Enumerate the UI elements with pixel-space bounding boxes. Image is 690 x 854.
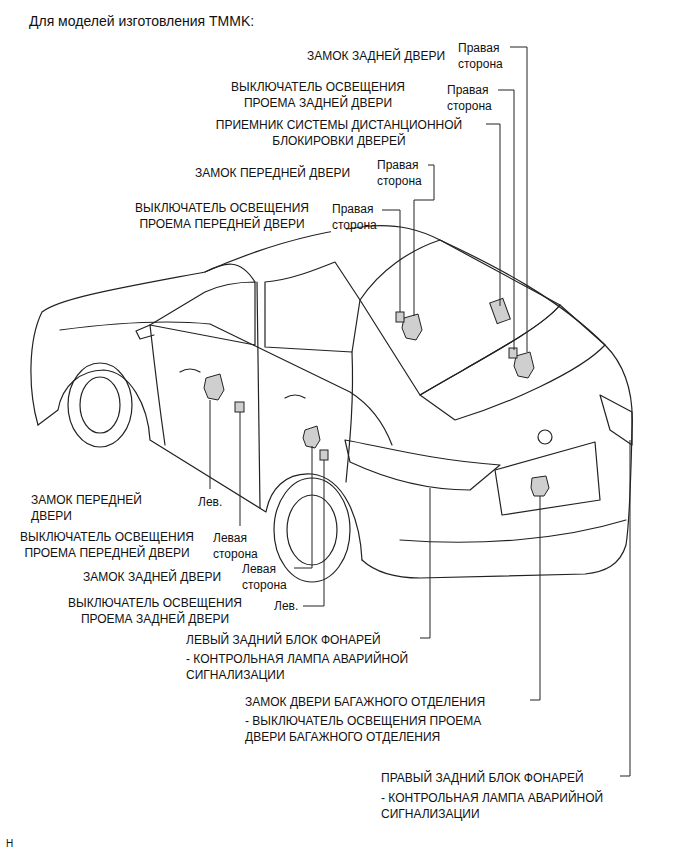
emblem [538,430,552,444]
heading: Для моделей изготовления TMMK: [28,12,259,30]
part-label: ВЫКЛЮЧАТЕЛЬ ОСВЕЩЕНИЯ ПРОЕМА ЗАДНЕЙ ДВЕР… [66,595,244,627]
part-label: ЗАМОК ПЕРЕДНЕЙ ДВЕРИ [194,165,355,181]
right-tail-lamp [600,395,632,445]
switch-part [509,348,517,358]
left-tail-lamp [345,440,500,490]
leader-line [420,488,430,638]
switch-part [396,312,404,322]
part-label: ЗАМОК ПЕРЕДНЕЙ ДВЕРИ [30,492,145,524]
car-body-outline [31,226,632,578]
switch-part [235,402,244,412]
part-label: Правая сторона [446,82,461,114]
trunk-deck [420,305,605,420]
leader-line [240,412,241,526]
part-label: ПРАВЫЙ ЗАДНИЙ БЛОК ФОНАРЕЙ [380,770,588,786]
car-beltline [60,322,392,445]
door-lock-part [204,374,224,400]
rear-bumper-line [400,520,626,542]
leader-line [302,460,324,606]
part-label: ВЫКЛЮЧАТЕЛЬ ОСВЕЩЕНИЯ ПРОЕМА ПЕРЕДНЕЙ ДВ… [133,200,311,232]
door-lock-part [402,314,422,340]
part-label: ЗАМОК ЗАДНЕЙ ДВЕРИ [306,48,450,64]
part-label: ПРИЕМНИК СИСТЕМЫ ДИСТАНЦИОННОЙ БЛОКИРОВК… [214,117,465,149]
front-door-window [150,282,255,345]
part-label: Лев. [197,494,227,510]
part-label: Левая сторона [212,530,227,562]
rear-door-edge [346,352,353,482]
windshield-edge [205,264,255,282]
plate-recess [495,442,600,515]
part-label: Правая сторона [376,157,391,189]
part-label: - ВЫКЛЮЧАТЕЛЬ ОСВЕЩЕНИЯ ПРОЕМА ДВЕРИ БАГ… [244,713,485,745]
part-label: Левая сторона [241,561,256,593]
door-split [257,282,260,508]
leader-line [294,446,312,568]
part-label: ЛЕВЫЙ ЗАДНИЙ БЛОК ФОНАРЕЙ [185,632,385,648]
part-label: ЗАМОК ЗАДНЕЙ ДВЕРИ [82,569,226,585]
leader-line [530,496,540,700]
front-wheel-rim [80,377,120,433]
part-label: Правая сторона [457,40,472,72]
front-door-edge [150,325,165,445]
part-label: ВЫКЛЮЧАТЕЛЬ ОСВЕЩЕНИЯ ПРОЕМА ЗАДНЕЙ ДВЕР… [229,79,407,111]
leader-line [486,124,500,306]
leader-line [510,47,527,352]
leader-line [382,210,400,312]
part-label: Правая сторона [331,201,346,233]
leader-line [414,165,434,316]
part-label: Лев. [273,598,303,614]
part-label: ВЫКЛЮЧАТЕЛЬ ОСВЕЩЕНИЯ ПРОЕМА ПЕРЕДНЕЙ ДВ… [18,529,196,561]
door-handle [285,395,305,398]
leader-line [210,400,211,489]
part-label: ЗАМОК ДВЕРИ БАГАЖНОГО ОТДЕЛЕНИЯ [244,694,490,710]
part-label: - КОНТРОЛЬНАЯ ЛАМПА АВАРИЙНОЙ СИГНАЛИЗАЦ… [185,651,452,683]
door-lock-part [303,426,320,448]
front-wheel [68,363,132,447]
switch-part [320,450,328,460]
rear-door-window [265,262,360,352]
mirror [136,325,154,339]
part-label: - КОНТРОЛЬНАЯ ЛАМПА АВАРИЙНОЙ СИГНАЛИЗАЦ… [380,790,647,822]
part-label: H [5,838,18,850]
trunk-lock-part [531,476,549,496]
door-handle [180,369,200,372]
leader-line [620,440,630,776]
